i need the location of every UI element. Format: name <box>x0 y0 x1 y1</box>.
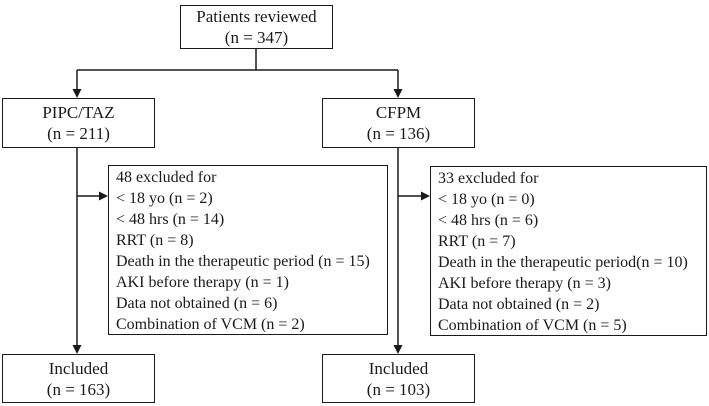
node-pipc-count: (n = 211) <box>47 124 110 143</box>
node-patients-reviewed: Patients reviewed (n = 347) <box>180 5 333 49</box>
excluded-line: RRT (n = 7) <box>438 233 516 250</box>
arrowhead-left-excluded <box>99 191 108 201</box>
excluded-line: Combination of VCM (n = 2) <box>116 316 305 333</box>
excluded-line: 48 excluded for <box>116 169 217 186</box>
node-included-cfpm: Included (n = 103) <box>322 354 475 403</box>
excluded-line: AKI before therapy (n = 1) <box>116 274 289 291</box>
excluded-line: < 48 hrs (n = 6) <box>438 212 539 229</box>
arrowhead-left-included <box>72 345 82 354</box>
node-excluded-pipc: 48 excluded for < 18 yo (n = 2) < 48 hrs… <box>108 165 388 335</box>
excluded-line: Combination of VCM (n = 5) <box>438 317 627 334</box>
arrowhead-left-drop <box>72 89 82 98</box>
arrowhead-right-excluded <box>421 191 430 201</box>
node-cfpm: CFPM (n = 136) <box>322 98 475 148</box>
excluded-line: < 18 yo (n = 2) <box>116 190 213 207</box>
node-included-label: Included <box>368 358 429 378</box>
excluded-line: AKI before therapy (n = 3) <box>438 275 611 292</box>
arrowhead-right-drop <box>393 89 403 98</box>
excluded-line: < 48 hrs (n = 14) <box>116 211 225 228</box>
arrowhead-right-included <box>393 345 403 354</box>
excluded-line: Data not obtained (n = 2) <box>438 296 600 313</box>
excluded-line: 33 excluded for <box>438 170 539 187</box>
node-included-count: (n = 103) <box>366 379 431 399</box>
node-patients-label: Patients reviewed <box>196 7 317 26</box>
node-pipc-taz: PIPC/TAZ (n = 211) <box>2 98 155 148</box>
excluded-line: RRT (n = 8) <box>116 232 194 249</box>
node-patients-count: (n = 347) <box>224 28 289 47</box>
node-cfpm-count: (n = 136) <box>366 124 431 143</box>
excluded-line: Death in the therapeutic period(n = 10) <box>438 254 688 271</box>
excluded-line: < 18 yo (n = 0) <box>438 191 535 208</box>
node-included-label: Included <box>48 358 109 378</box>
excluded-line: Data not obtained (n = 6) <box>116 295 278 312</box>
node-included-count: (n = 163) <box>46 379 111 399</box>
node-pipc-label: PIPC/TAZ <box>42 103 115 122</box>
node-cfpm-label: CFPM <box>375 103 422 122</box>
node-excluded-cfpm: 33 excluded for < 18 yo (n = 0) < 48 hrs… <box>430 166 707 336</box>
node-included-pipc: Included (n = 163) <box>2 354 155 403</box>
excluded-line: Death in the therapeutic period (n = 15) <box>116 253 370 270</box>
